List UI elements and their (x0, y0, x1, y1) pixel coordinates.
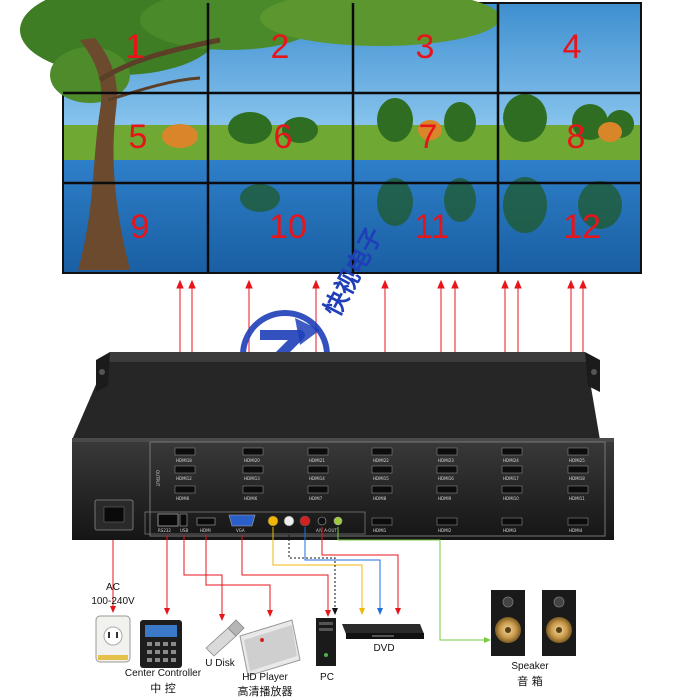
foreground-tree (20, 0, 500, 270)
dvd-label: DVD (373, 643, 394, 654)
port-label: HDMI6 (176, 496, 190, 501)
vga-label: VGA (236, 528, 245, 533)
port-label: HDMI12 (176, 476, 192, 481)
output-ports: HDMI18 HDMI20 HDMI21 HDMI22 HDMI23 HDMI2… (174, 447, 589, 533)
port-label: HDMI25 (569, 458, 585, 463)
panel-number-11: 11 (414, 208, 449, 246)
hdplayer-label-en: HD Player (242, 672, 288, 683)
udisk-link (183, 535, 223, 618)
power-source: AC 100-240V (91, 582, 135, 663)
panel-number-7: 7 (419, 118, 438, 156)
port-row-4: HDMI1 HDMI2 HDMI3 HDMI4 (371, 517, 589, 533)
panel-number-4: 4 (563, 28, 582, 66)
speaker-right-icon (542, 590, 576, 656)
panel-number-1: 1 (126, 28, 145, 66)
panel-number-8: 8 (567, 118, 586, 156)
av-yellow-jack (267, 515, 279, 527)
port-label: HDMI20 (244, 458, 260, 463)
port-label: HDMI15 (373, 476, 389, 481)
port-row-3: HDMI6 HDMI6 HDMI7 HDMI8 HDMI9 HDMI10 HDM… (174, 485, 589, 501)
usb-stick-icon (205, 627, 237, 657)
port-label: HDMI21 (309, 458, 325, 463)
av-red-jack (299, 515, 311, 527)
bezel-grid (63, 3, 641, 273)
port-label: HDMI7 (309, 496, 323, 501)
port-label: HDMI23 (438, 458, 454, 463)
panel-number-5: 5 (129, 118, 148, 156)
pc-tower-icon (316, 618, 336, 666)
vga-port (228, 514, 256, 527)
port-label: HDMI10 (503, 496, 519, 501)
controller-label-en: Center Controller (125, 668, 202, 679)
panel-number-2: 2 (271, 28, 290, 66)
port-label: HDMI3 (503, 528, 517, 533)
port-label: HDMI16 (438, 476, 454, 481)
speaker-left-icon (491, 590, 525, 656)
audio-in-jack (317, 516, 327, 526)
port-label: HDMI18 (176, 458, 192, 463)
hdmi-input-port (196, 517, 216, 526)
rs232-port (157, 513, 179, 527)
pc-label: PC (320, 672, 334, 683)
pc-audio-link (288, 527, 336, 612)
port-label: HDMI13 (244, 476, 260, 481)
port-label: HDMI24 (503, 458, 519, 463)
port-label: HDMI11 (569, 496, 585, 501)
port-label: HDMI22 (373, 458, 389, 463)
usb-label: USB (180, 528, 188, 533)
pc: PC (316, 618, 336, 683)
hd-player: HD Player 高清播放器 (238, 619, 301, 698)
controller-label-cn: 中 控 (150, 681, 176, 695)
port-label: HDMI8 (373, 496, 387, 501)
port-label: HDMI17 (503, 476, 519, 481)
video-wall: 1 2 3 4 5 6 7 8 9 10 11 12 (20, 0, 642, 274)
dvd-video-link (272, 527, 363, 612)
dvd-audio-r-link (321, 527, 399, 612)
input-links (110, 527, 491, 643)
panel-number-6: 6 (274, 118, 293, 156)
panel-number-10: 10 (269, 208, 307, 246)
panel-number-12: 12 (563, 208, 601, 246)
input-ports: RS232 USB HDMI VGA A/V A-OUT (94, 499, 366, 535)
port-label: HDMI6 (244, 496, 258, 501)
speakers: Speaker 音 箱 (491, 590, 576, 688)
av-white-jack (283, 515, 295, 527)
panel-numbers: 1 2 3 4 5 6 7 8 9 10 11 12 (126, 28, 601, 246)
rear-panel (72, 438, 614, 540)
speaker-label-en: Speaker (511, 661, 549, 672)
speaker-label-cn: 音 箱 (517, 674, 543, 688)
port-label: HDMI9 (438, 496, 452, 501)
panel-number-9: 9 (131, 208, 150, 246)
matrix-chassis: OUTPUT (72, 352, 614, 540)
port-label: HDMI18 (569, 476, 585, 481)
pc-link (241, 535, 329, 614)
port-label: HDMI2 (438, 528, 452, 533)
speaker-link (337, 527, 488, 641)
power-label-voltage: 100-240V (91, 596, 135, 607)
usb-port (179, 513, 188, 527)
port-label: HDMI14 (309, 476, 325, 481)
port-row-2: HDMI12 HDMI13 HDMI14 HDMI15 HDMI16 HDMI1… (174, 465, 589, 481)
udisk-label: U Disk (205, 658, 235, 669)
dvd-player: DVD (342, 624, 424, 654)
center-controller: Center Controller 中 控 (125, 620, 202, 695)
u-disk: U Disk (205, 619, 245, 669)
tree-reflections (240, 177, 622, 233)
hdplayer-label-cn: 高清播放器 (238, 684, 293, 698)
rs232-label: RS232 (158, 528, 171, 533)
hdmi-label: HDMI (200, 528, 211, 533)
audio-label: A/V A-OUT (316, 528, 337, 533)
port-row-1: HDMI18 HDMI20 HDMI21 HDMI22 HDMI23 HDMI2… (174, 447, 589, 463)
audio-out-jack (333, 516, 343, 526)
dvd-audio-l-link (304, 527, 381, 612)
panel-number-3: 3 (416, 28, 435, 66)
output-side-label: OUTPUT (155, 470, 160, 487)
hdplayer-link (205, 535, 271, 614)
dvd-device-icon (342, 624, 424, 634)
port-label: HDMI1 (373, 528, 387, 533)
autumn-trees (162, 120, 622, 148)
power-label-ac: AC (106, 582, 120, 593)
port-label: HDMI4 (569, 528, 583, 533)
